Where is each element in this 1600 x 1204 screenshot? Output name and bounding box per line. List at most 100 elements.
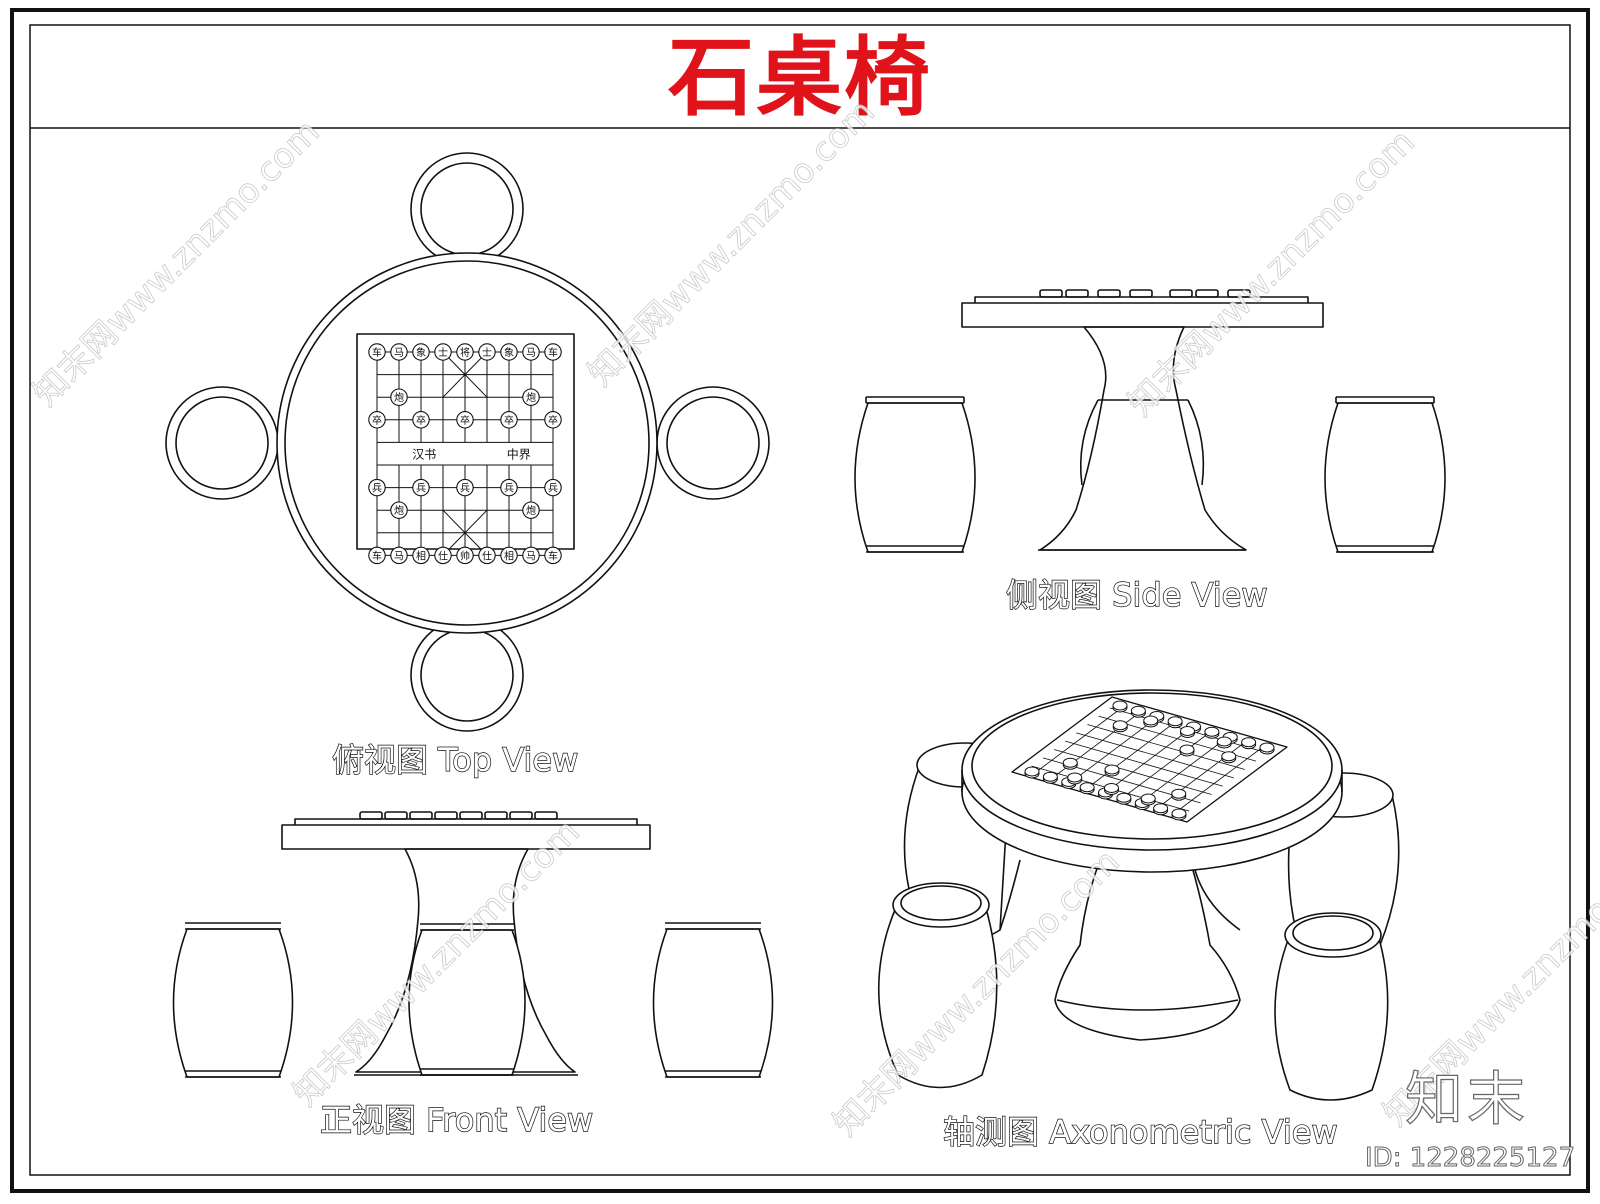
axo-chess-piece-top <box>1130 705 1146 716</box>
axo-chess-piece-top <box>1221 751 1237 762</box>
chess-piece <box>544 478 562 497</box>
chess-piece <box>390 343 408 361</box>
chess-piece-label: 帅 <box>460 549 470 562</box>
chess-piece <box>500 546 518 565</box>
axo-board-line <box>1104 725 1195 794</box>
chess-piece-label: 相 <box>416 549 426 562</box>
front-view-pieces <box>359 811 558 820</box>
axo-chess-piece-top <box>1079 782 1095 793</box>
axo-board-line <box>1034 705 1125 774</box>
chess-piece <box>456 343 474 361</box>
chess-piece <box>390 546 408 565</box>
front-view-tabletop <box>281 824 651 850</box>
side-view-pieces <box>1039 289 1251 298</box>
side-view-stool-right <box>1324 396 1446 553</box>
axo-chess-piece-top <box>1179 744 1195 755</box>
chess-piece-label: 相 <box>504 549 514 562</box>
chess-piece-label: 马 <box>526 550 536 562</box>
axo-chess-piece-top <box>1180 726 1195 736</box>
axo-pedestal <box>1054 859 1241 1041</box>
chess-piece-label: 马 <box>394 347 404 359</box>
chess-piece-label: 士 <box>438 346 448 359</box>
axo-chess-piece-top <box>1104 783 1119 793</box>
chess-piece-label: 象 <box>416 347 426 359</box>
chess-piece <box>500 343 518 361</box>
top-view-stool-right <box>656 386 770 500</box>
side-view-tabletop <box>961 302 1324 328</box>
river-text-right: 中界 <box>507 447 531 462</box>
axo-chess-piece-top <box>1259 742 1275 753</box>
axo-chess-piece-top <box>1104 764 1120 775</box>
axo-chess-board <box>1011 696 1288 823</box>
axo-board-line <box>1174 745 1265 814</box>
chess-piece-label: 仕 <box>482 549 492 562</box>
chess-piece-label: 炮 <box>526 504 536 517</box>
front-view-stool-left <box>172 922 294 1078</box>
chess-piece-label: 卒 <box>460 414 470 427</box>
chess-piece-label: 兵 <box>460 482 470 495</box>
chess-piece-label: 士 <box>482 346 492 359</box>
chess-piece-label: 炮 <box>526 391 536 404</box>
axo-board-line <box>1069 715 1160 784</box>
chess-piece <box>412 478 430 497</box>
axo-chess-piece-top <box>1167 716 1183 727</box>
axo-chess-piece-top <box>1067 772 1083 783</box>
chess-piece <box>522 388 540 406</box>
chess-piece-label: 卒 <box>416 414 426 427</box>
chess-piece <box>500 411 518 429</box>
chess-piece-label: 象 <box>504 347 514 359</box>
chess-piece <box>368 546 386 565</box>
chess-piece-label: 马 <box>394 550 404 562</box>
axonometric-view <box>877 689 1400 1101</box>
front-view-label: 正视图 Front View <box>319 1100 594 1139</box>
chess-piece-label: 马 <box>526 347 536 359</box>
top-view-chess-board: 汉书中界车马象士将士象马车炮炮卒卒卒卒卒兵兵兵兵兵炮炮车马相仕帅仕相马车 <box>356 333 575 565</box>
axo-stool-front-left <box>877 882 998 1089</box>
chess-piece <box>544 546 562 565</box>
axo-chess-piece-top <box>1171 808 1187 819</box>
axo-board-line <box>1121 730 1213 799</box>
front-view <box>172 811 774 1078</box>
chess-piece-label: 将 <box>460 347 470 359</box>
side-view-label: 侧视图 Side View <box>1005 575 1268 614</box>
axo-chess-piece-top <box>1204 726 1220 737</box>
axo-chess-piece-top <box>1216 736 1232 747</box>
chess-piece-label: 卒 <box>372 414 382 427</box>
axo-chess-piece-top <box>1241 737 1257 748</box>
axo-chess-piece-top <box>1153 803 1169 814</box>
chess-piece <box>456 546 474 565</box>
chess-piece <box>478 546 496 565</box>
side-view-stool-left <box>854 396 976 553</box>
top-view-stool-bottom <box>410 618 524 732</box>
inner-frame <box>29 24 1571 1176</box>
chess-piece <box>522 501 540 519</box>
chess-piece-label: 兵 <box>548 482 558 495</box>
chess-piece <box>390 501 408 519</box>
palace-diagonal <box>442 509 488 556</box>
axo-chess-piece-top <box>1171 788 1187 799</box>
document-id: ID: 1228225127 <box>1364 1143 1576 1174</box>
chess-piece-label: 卒 <box>548 414 558 427</box>
chess-piece <box>412 411 430 429</box>
drawing-title: 石桌椅 <box>668 27 932 128</box>
palace-diagonal <box>442 351 488 398</box>
chess-piece <box>390 388 408 406</box>
axo-chess-piece-top <box>1112 700 1128 711</box>
chess-piece <box>368 343 386 361</box>
axonometric-view-label: 轴测图 Axonometric View <box>942 1112 1338 1151</box>
chess-piece-label: 车 <box>372 549 382 562</box>
chess-piece <box>522 546 540 565</box>
axo-tabletop-inner <box>971 692 1333 840</box>
chess-piece-label: 兵 <box>504 482 514 495</box>
chess-piece-label: 兵 <box>416 482 426 495</box>
chess-piece-label: 炮 <box>394 504 404 517</box>
chess-piece <box>522 343 540 361</box>
side-view <box>854 289 1446 553</box>
chess-piece-label: 仕 <box>438 549 448 562</box>
chess-piece-label: 兵 <box>372 482 382 495</box>
top-view-stool-top <box>410 152 524 266</box>
axo-stool-front-right <box>1274 912 1389 1101</box>
chess-piece <box>478 343 496 361</box>
